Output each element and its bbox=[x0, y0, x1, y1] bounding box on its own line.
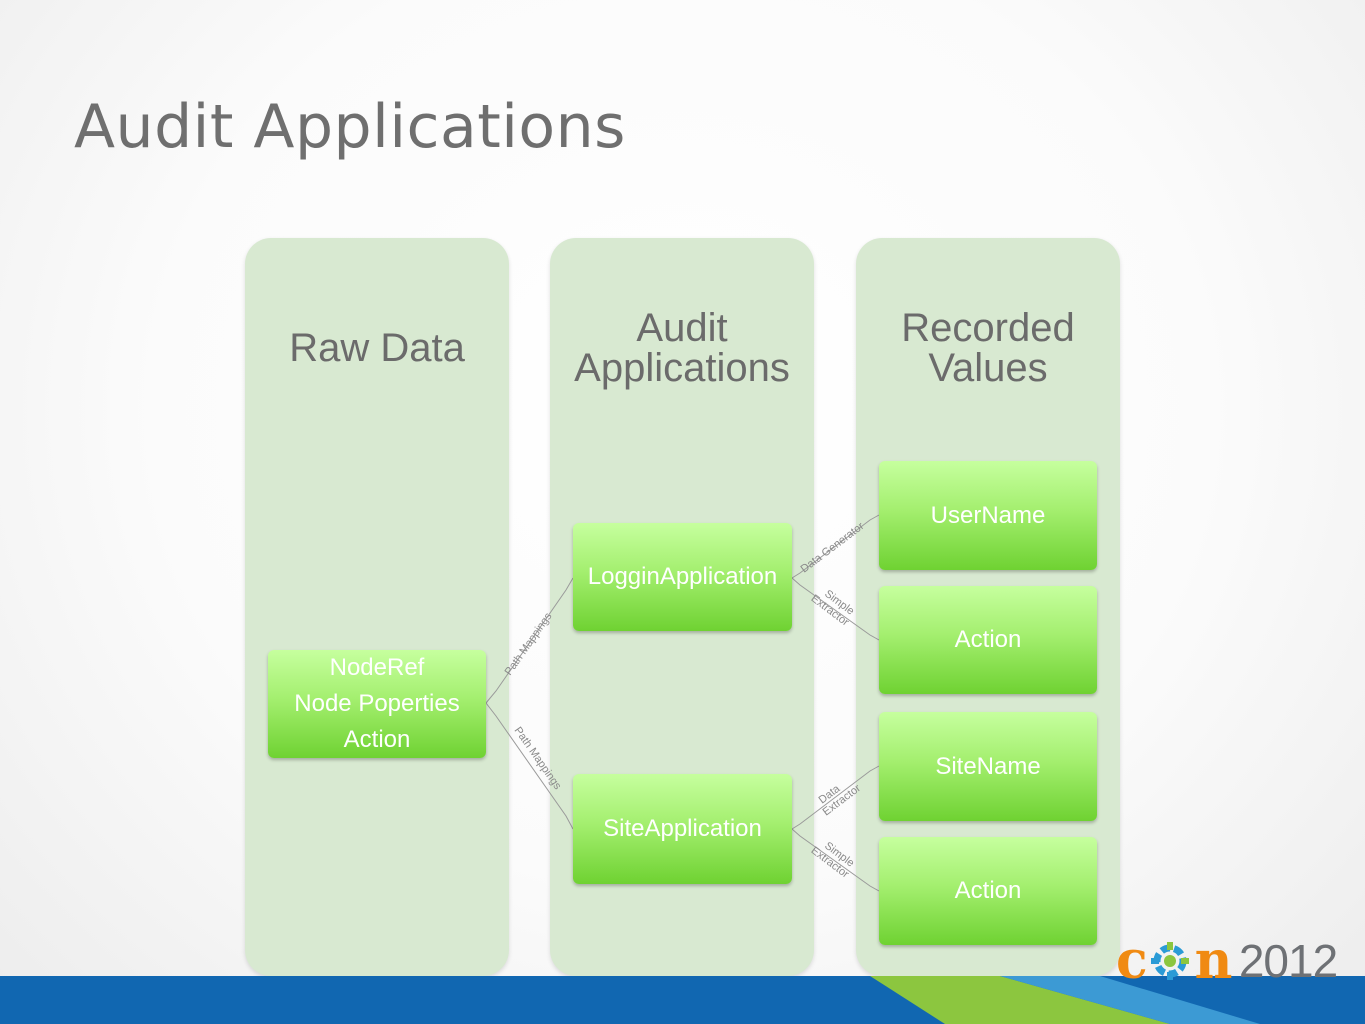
column-header-recorded-values: Recorded Values bbox=[856, 308, 1120, 388]
logo-gear-icon bbox=[1151, 941, 1190, 980]
slide-title: Audit Applications bbox=[74, 92, 626, 162]
column-header-line: Audit bbox=[636, 306, 728, 350]
column-header-line: Applications bbox=[574, 346, 790, 390]
value-node-username: UserName bbox=[879, 461, 1097, 570]
column-header-line: Values bbox=[928, 346, 1048, 390]
value-node-label: Action bbox=[954, 877, 1022, 904]
app-node-label: LogginApplication bbox=[587, 563, 778, 590]
value-node-label: UserName bbox=[930, 501, 1046, 529]
connector-label-line: Simple bbox=[822, 840, 856, 870]
logo-letter-n: n bbox=[1194, 930, 1233, 991]
connector-label-simple-extractor-lower: Simple Extractor bbox=[809, 835, 859, 881]
value-node-label: Action bbox=[954, 626, 1022, 653]
footer-green-swoosh bbox=[870, 976, 1170, 1024]
logo-letter-c: c bbox=[1116, 930, 1148, 991]
column-header-raw-data: Raw Data bbox=[245, 328, 509, 368]
footer-light-blue-swoosh bbox=[1000, 976, 1260, 1024]
logo-year: 2012 bbox=[1238, 934, 1338, 987]
value-node-label: SiteName bbox=[935, 752, 1041, 780]
value-node-action-login: Action bbox=[879, 586, 1097, 694]
raw-data-node: NodeRef Node Poperties Action bbox=[268, 650, 486, 758]
column-raw-data: Raw Data bbox=[245, 238, 509, 976]
raw-data-line-action: Action bbox=[343, 726, 411, 753]
app-node-label: SiteApplication bbox=[603, 815, 762, 842]
connector-label-line: Extractor bbox=[809, 845, 852, 881]
footer-band bbox=[0, 976, 1365, 1024]
connector-label-simple-extractor-upper: Simple Extractor bbox=[809, 583, 859, 629]
raw-data-line-node-properties: Node Poperties bbox=[294, 690, 460, 717]
devcon-logo: c n 2012 bbox=[1116, 930, 1338, 991]
connector-label-line: Simple bbox=[822, 588, 856, 618]
app-node-site: SiteApplication bbox=[573, 774, 792, 884]
column-header-audit-applications: Audit Applications bbox=[550, 308, 814, 388]
connector-label-line: Extractor bbox=[809, 593, 852, 629]
value-node-action-site: Action bbox=[879, 837, 1097, 945]
raw-data-line-noderef: NodeRef bbox=[329, 654, 425, 681]
app-node-loggin: LogginApplication bbox=[573, 523, 792, 631]
column-header-line: Raw Data bbox=[289, 326, 465, 370]
column-header-line: Recorded bbox=[901, 306, 1075, 350]
value-node-sitename: SiteName bbox=[879, 712, 1097, 821]
connector-label-path-mappings-upper: Path Mappings bbox=[503, 610, 555, 677]
connector-label-line: Data bbox=[817, 782, 843, 806]
